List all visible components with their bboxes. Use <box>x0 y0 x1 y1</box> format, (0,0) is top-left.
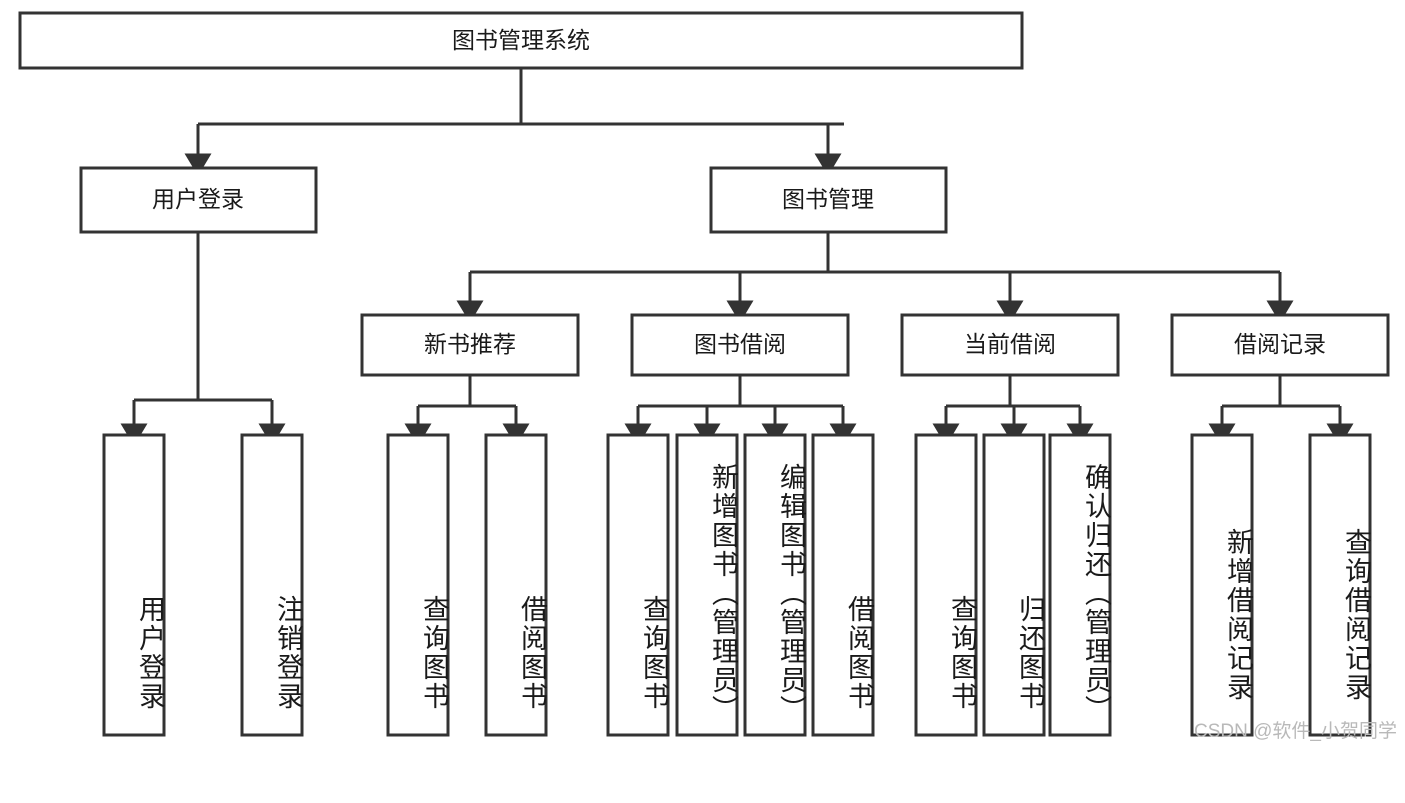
node-root-label: 图书管理系统 <box>452 27 590 53</box>
leaf-rect-borrow-book-recommend[interactable] <box>484 433 548 737</box>
leaf-rect-add-borrow-record[interactable] <box>1190 433 1254 737</box>
node-user-login-rect <box>79 166 318 234</box>
connector-book-management-to-level3 <box>456 232 1294 323</box>
watermark-text: CSDN @软件_小贺同学 <box>1194 721 1397 742</box>
connector-root-to-level2 <box>184 68 844 176</box>
node-root[interactable]: 图书管理系统 <box>18 11 1024 70</box>
node-borrow-record-label: 借阅记录 <box>1234 331 1326 357</box>
node-borrow-record[interactable]: 借阅记录 <box>1170 313 1390 377</box>
connector-borrow-record-to-leaves <box>1208 375 1354 446</box>
node-user-login[interactable]: 用户登录 <box>79 166 318 234</box>
connector-new-book-recommend-to-leaves <box>404 375 530 446</box>
node-new-book-recommend-label: 新书推荐 <box>424 331 516 357</box>
leaf-rect-borrow-book[interactable] <box>811 433 875 737</box>
node-book-management[interactable]: 图书管理 <box>709 166 948 234</box>
leaf-rect-edit-book-admin[interactable] <box>743 433 807 737</box>
node-new-book-recommend[interactable]: 新书推荐 <box>360 313 580 377</box>
node-root-rect <box>18 11 1024 70</box>
leaf-rect-return-book[interactable] <box>982 433 1046 737</box>
node-user-login-label: 用户登录 <box>152 186 244 212</box>
leaf-rect-user-login[interactable] <box>102 433 166 737</box>
node-new-book-recommend-rect <box>360 313 580 377</box>
leaf-rect-confirm-return-admin[interactable] <box>1048 433 1112 737</box>
connector-book-borrow-to-leaves <box>624 375 857 446</box>
node-current-borrow-rect <box>900 313 1120 377</box>
leaf-rect-query-book-borrow[interactable] <box>606 433 670 737</box>
leaf-rects <box>102 433 1372 737</box>
leaf-rect-logout[interactable] <box>240 433 304 737</box>
leaf-rect-query-book-recommend[interactable] <box>386 433 450 737</box>
leaf-rect-add-book-admin[interactable] <box>675 433 739 737</box>
diagram-canvas: 图书管理系统 用户登录 图书管理 <box>18 11 1397 742</box>
node-book-borrow-label: 图书借阅 <box>694 331 786 357</box>
leaf-rect-query-book-current[interactable] <box>914 433 978 737</box>
node-book-borrow[interactable]: 图书借阅 <box>630 313 850 377</box>
node-current-borrow[interactable]: 当前借阅 <box>900 313 1120 377</box>
node-current-borrow-label: 当前借阅 <box>964 331 1056 357</box>
leaf-rect-query-borrow-record[interactable] <box>1308 433 1372 737</box>
connector-current-borrow-to-leaves <box>932 375 1094 446</box>
diagram-svg: 图书管理系统 用户登录 图书管理 <box>18 11 1390 737</box>
connector-user-login-to-leaves <box>120 232 286 446</box>
node-book-management-label: 图书管理 <box>782 186 874 212</box>
